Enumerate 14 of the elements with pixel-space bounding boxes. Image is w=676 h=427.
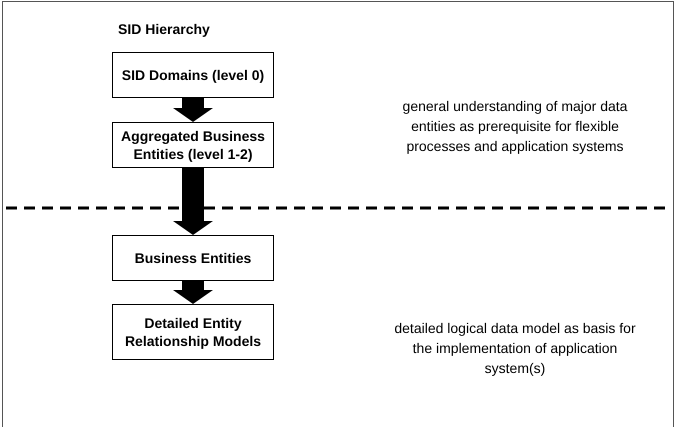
box-text: Business Entities: [134, 249, 252, 267]
box-text: SID Domains (level 0): [122, 66, 264, 84]
title: SID Hierarchy: [118, 20, 210, 39]
process-box: [112, 235, 274, 281]
block-arrow: [173, 168, 213, 235]
block-arrow: [173, 98, 213, 122]
note-text: detailed logical data model as basis for the implementation of application system(s): [393, 319, 637, 378]
note-text: general understanding of major data entities as prerequisite for flexible processes and application systems: [402, 97, 628, 156]
box-text: Aggregated Business Entities (level 1-2): [121, 127, 265, 163]
process-box: [112, 304, 274, 360]
box-text: Detailed Entity Relationship Models: [124, 314, 262, 350]
process-box: [112, 122, 274, 168]
block-arrow: [173, 281, 213, 304]
process-box: [112, 52, 274, 98]
